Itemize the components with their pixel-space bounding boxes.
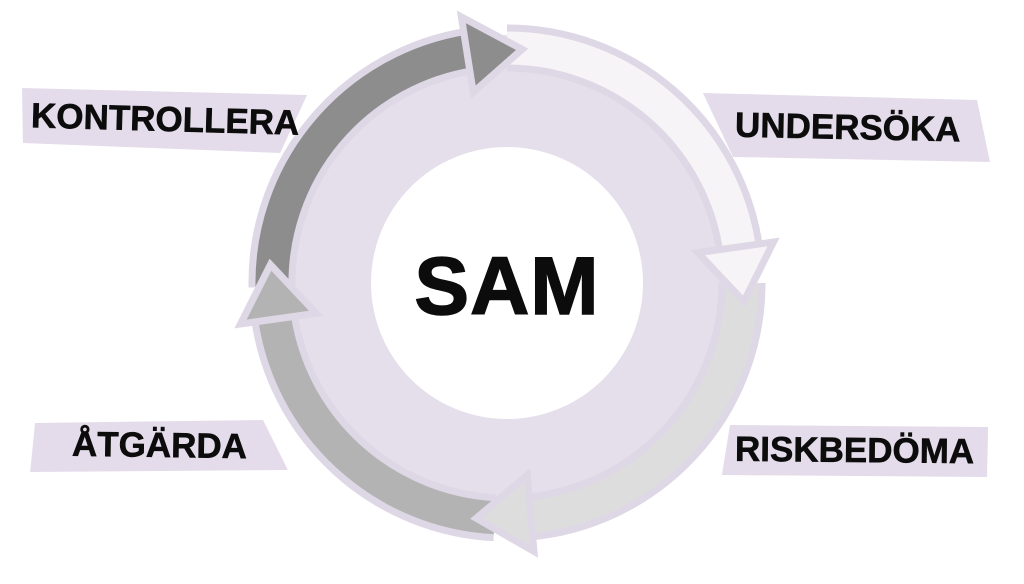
label-kontrollera-background [22, 88, 308, 153]
label-riskbedoma: RISKBEDÖMA [720, 422, 990, 480]
label-atgarda-text: ÅTGÄRDA [71, 424, 247, 467]
label-riskbedoma-background [721, 425, 989, 477]
label-kontrollera: KONTROLLERA [20, 85, 310, 155]
label-riskbedoma-text: RISKBEDÖMA [735, 429, 975, 472]
arrow-head-kontrollera [465, 23, 516, 86]
center-circle [371, 147, 643, 419]
label-undersoka-background [702, 93, 990, 162]
arrow-arc-riskbedoma [525, 282, 759, 534]
center-label: SAM [414, 240, 600, 333]
arrow-arc-undersoka [506, 31, 757, 253]
arrow-head-riskbedoma [482, 482, 530, 545]
arrow-arc-kontrollera [255, 34, 473, 288]
label-atgarda: ÅTGÄRDA [28, 418, 290, 474]
label-undersoka-text: UNDERSÖKA [734, 105, 961, 149]
arrow-head-atgarda [246, 270, 309, 320]
label-atgarda-background [30, 420, 288, 472]
arrow-arc-atgarda [257, 313, 496, 535]
label-kontrollera-text: KONTROLLERA [30, 96, 300, 143]
arrow-head-undersoka [705, 246, 768, 296]
label-undersoka: UNDERSÖKA [700, 90, 995, 165]
